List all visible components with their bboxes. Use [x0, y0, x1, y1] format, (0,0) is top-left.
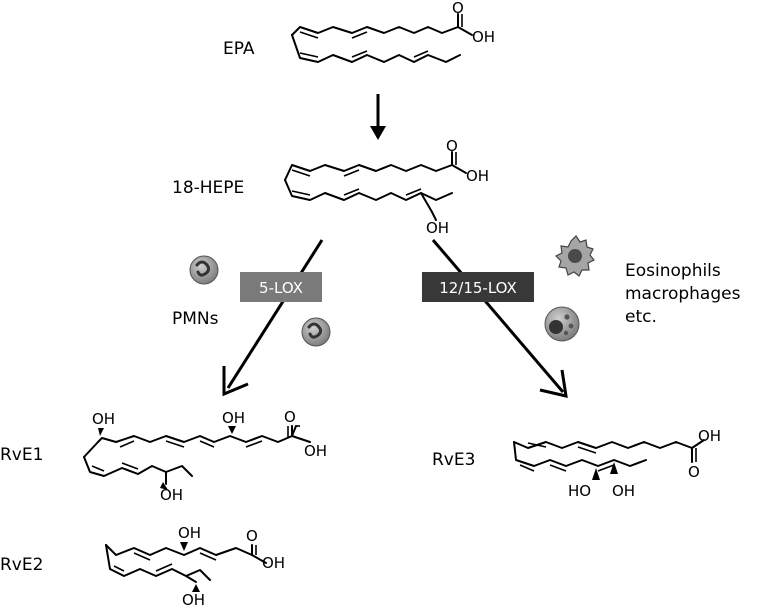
- rve1-label: RvE1: [0, 445, 43, 465]
- cell-types-line-2: macrophages: [625, 284, 741, 304]
- pmns-label: PMNs: [172, 309, 219, 329]
- rve1-acid-hydroxyl: OH: [304, 442, 327, 460]
- epa-to-hepe-arrowhead: [370, 126, 386, 140]
- lox5-enzyme-label: 5-LOX: [259, 279, 303, 297]
- rve1-18-hydroxyl: OH: [160, 486, 183, 504]
- epa-structure: O OH: [291, 0, 495, 63]
- rve2-carbonyl-oxygen: O: [246, 527, 258, 545]
- rve2-5-hydroxyl: OH: [178, 524, 201, 542]
- right-branch-arrow: [431, 239, 565, 393]
- lox1215-enzyme-box: [422, 272, 534, 302]
- rve2-acid-hydroxyl: OH: [262, 554, 285, 572]
- rve3-17-hydroxyl: HO: [568, 482, 591, 500]
- rve3-label: RvE3: [432, 450, 475, 470]
- epa-acid-hydroxyl: OH: [472, 28, 495, 46]
- cell-types-line-3: etc.: [625, 307, 657, 327]
- rve3-acid-hydroxyl: OH: [698, 427, 721, 445]
- rve1-12-hydroxyl: OH: [222, 409, 245, 427]
- lox1215-enzyme-label: 12/15-LOX: [439, 279, 517, 297]
- rve3-carbonyl-oxygen: O: [688, 463, 700, 481]
- left-branch-arrow: [226, 239, 324, 389]
- rve3-structure: OH O HO OH: [513, 427, 721, 500]
- hepe-structure: O OH OH: [284, 137, 489, 237]
- neutrophil-icon: [301, 317, 331, 347]
- hepe-acid-hydroxyl: OH: [466, 167, 489, 185]
- rve3-18-hydroxyl: OH: [612, 482, 635, 500]
- rve2-18-hydroxyl: OH: [182, 591, 205, 607]
- hepe-carbonyl-oxygen: O: [446, 137, 458, 155]
- rve2-label: RvE2: [0, 555, 43, 575]
- neutrophil-icon: [189, 255, 219, 285]
- rve1-5-hydroxyl: OH: [92, 410, 115, 428]
- rve2-structure: OH O OH OH: [105, 524, 285, 607]
- rve1-structure: OH OH OH O OH: [83, 408, 327, 504]
- epa-carbonyl-oxygen: O: [452, 0, 464, 17]
- epa-label: EPA: [223, 39, 255, 59]
- hepe-18-hydroxyl: OH: [426, 219, 449, 237]
- rve1-carbonyl-oxygen: O: [284, 408, 296, 426]
- lox5-enzyme-box: [240, 272, 322, 302]
- hepe-label: 18-HEPE: [172, 178, 244, 198]
- macrophage-icon: [554, 235, 595, 277]
- right-branch-arrowhead: [539, 369, 568, 398]
- eosinophil-icon: [544, 306, 580, 342]
- left-branch-arrowhead: [222, 366, 249, 397]
- cell-types-line-1: Eosinophils: [625, 261, 721, 281]
